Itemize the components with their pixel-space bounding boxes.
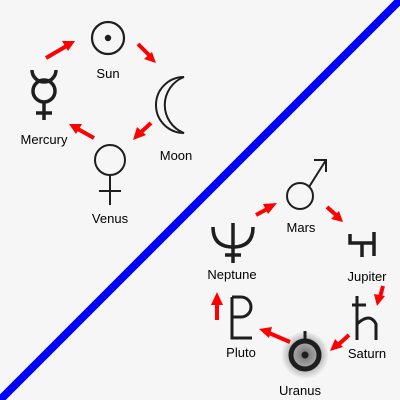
jupiter-label: Jupiter: [347, 269, 387, 284]
upper-cycle: Sun Moon Venus Mercury: [21, 20, 193, 226]
saturn-symbol-icon: [352, 296, 378, 340]
moon-symbol-icon: [155, 76, 185, 134]
mars-label: Mars: [287, 220, 316, 235]
mercury-symbol-icon: [30, 69, 58, 120]
lower-cycle: Mars Jupiter Saturn Uranus Pluto: [207, 159, 387, 398]
upper-arrow-moon-to-venus: [133, 121, 153, 140]
upper-arrow-venus-to-mercury: [69, 124, 95, 140]
mars-symbol-icon: [286, 159, 327, 210]
pluto-symbol-icon: [230, 295, 253, 340]
saturn-label: Saturn: [348, 346, 386, 361]
neptune-symbol-icon: [211, 223, 255, 263]
lower-arrow-pluto-to-neptune: [211, 292, 223, 320]
lower-arrow-neptune-to-mars: [255, 203, 277, 217]
lower-arrow-uranus-to-pluto: [259, 327, 291, 344]
lower-arrow-saturn-to-uranus: [330, 333, 351, 351]
sun-symbol-icon: [90, 20, 126, 56]
upper-arrow-mercury-to-sun: [44, 41, 75, 60]
uranus-label: Uranus: [279, 383, 321, 398]
jupiter-symbol-icon: [348, 232, 376, 257]
sun-label: Sun: [96, 66, 119, 81]
mercury-label: Mercury: [21, 132, 68, 147]
lower-arrow-jupiter-to-saturn: [374, 285, 385, 306]
venus-symbol-icon: [94, 144, 126, 205]
upper-arrow-sun-to-moon: [136, 42, 156, 63]
pluto-label: Pluto: [226, 345, 256, 360]
moon-label: Moon: [160, 148, 193, 163]
lower-arrow-mars-to-jupiter: [325, 205, 343, 222]
venus-label: Venus: [92, 211, 129, 226]
uranus-symbol-icon: [281, 331, 329, 379]
neptune-label: Neptune: [207, 267, 256, 282]
